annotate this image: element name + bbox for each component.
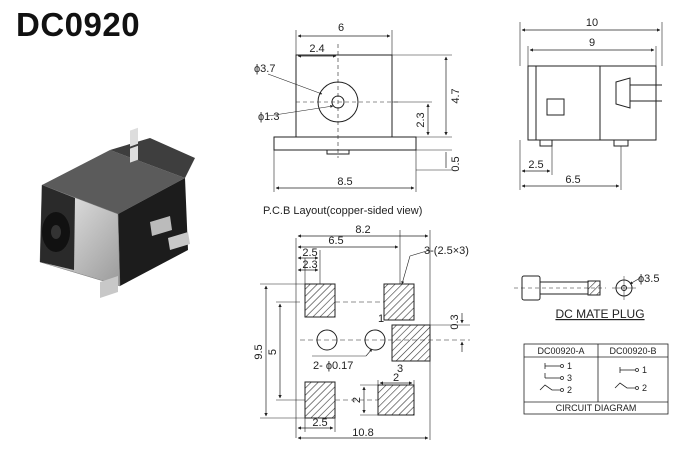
dim-plug-dia: ϕ3.5: [638, 273, 659, 285]
dim-height-total: 4.7: [450, 88, 462, 103]
circuit-a-pin2: 2: [567, 385, 572, 395]
pcb-pad-bottom-left: [304, 381, 336, 419]
circuit-caption: CIRCUIT DIAGRAM: [556, 403, 637, 413]
circuit-diagram-labels: DC00920-A DC00920-B 1 3 2 1 2 CIRCUIT DI…: [537, 346, 656, 413]
pcb-pad-top-right: [383, 283, 415, 321]
dim-pcb-slots: 3-(2.5×3): [424, 245, 469, 257]
pcb-pin-3: 3: [397, 363, 403, 375]
dim-top-length: 8.5: [337, 176, 352, 188]
circuit-a-pin3: 3: [567, 373, 572, 383]
dim-pcb-2-right: 2: [393, 372, 399, 384]
dim-pcb-holes: 2- ϕ0.17: [313, 360, 353, 372]
dc-mate-plug-drawing: [514, 275, 641, 301]
pcb-layout-labels: 8.2 6.5 2.5 2.3 3-(2.5×3) 9.5 5 0.3 2- ϕ…: [253, 224, 469, 439]
dim-side-total: 10: [586, 17, 598, 29]
pcb-pad-top-left: [304, 283, 336, 318]
dim-pcb-8-2: 8.2: [355, 224, 370, 236]
dim-pcb-2-5-top: 2.5: [302, 247, 317, 259]
circuit-b-pin2: 2: [642, 383, 647, 393]
dim-base: 0.5: [450, 156, 462, 171]
dim-height-center: 2.3: [415, 112, 427, 127]
circuit-b-pin1: 1: [642, 365, 647, 375]
circuit-diagram-table: [523, 343, 669, 415]
page-title: DC0920: [16, 6, 141, 43]
dim-side-pin-offset: 2.5: [528, 159, 543, 171]
product-photo: [39, 127, 195, 298]
dim-pcb-0-3: 0.3: [449, 314, 461, 329]
dim-side-body: 9: [589, 37, 595, 49]
pcb-layout-drawing: [260, 230, 470, 440]
dim-top-offset: 2.4: [309, 43, 324, 55]
pcb-pad-right: [391, 324, 431, 362]
pcb-pin-1: 1: [378, 313, 384, 325]
side-view-drawing: [519, 22, 663, 190]
circuit-a-pin1: 1: [567, 361, 572, 371]
dim-side-pin-span: 6.5: [565, 174, 580, 186]
dim-pcb-2-5-bottom: 2.5: [312, 417, 327, 429]
plug-caption: DC MATE PLUG: [555, 307, 644, 321]
dim-dia-small: ϕ1.3: [258, 111, 279, 123]
pcb-pad-bottom-right: [377, 384, 415, 416]
top-view-drawing: [267, 30, 452, 192]
dim-pcb-5: 5: [267, 349, 279, 355]
dim-top-width: 6: [338, 22, 344, 34]
dim-pcb-10-8: 10.8: [352, 427, 373, 439]
side-view-labels: 10 9 2.5 6.5: [528, 17, 598, 186]
circuit-col-b: DC00920-B: [609, 346, 656, 356]
dim-pcb-2-left: 2: [351, 397, 363, 403]
dim-pcb-6-5: 6.5: [328, 235, 343, 247]
dim-pcb-2-3: 2.3: [302, 259, 317, 271]
circuit-col-a: DC00920-A: [537, 346, 584, 356]
dim-dia-large: ϕ3.7: [254, 63, 275, 75]
dim-pcb-9-5: 9.5: [253, 344, 265, 359]
dc-mate-plug-labels: ϕ3.5 DC MATE PLUG: [555, 273, 659, 321]
pcb-caption: P.C.B Layout(copper-sided view): [263, 205, 422, 217]
top-view-labels: 6 2.4 ϕ3.7 ϕ1.3 8.5 4.7 2.3 0.5: [254, 22, 462, 188]
